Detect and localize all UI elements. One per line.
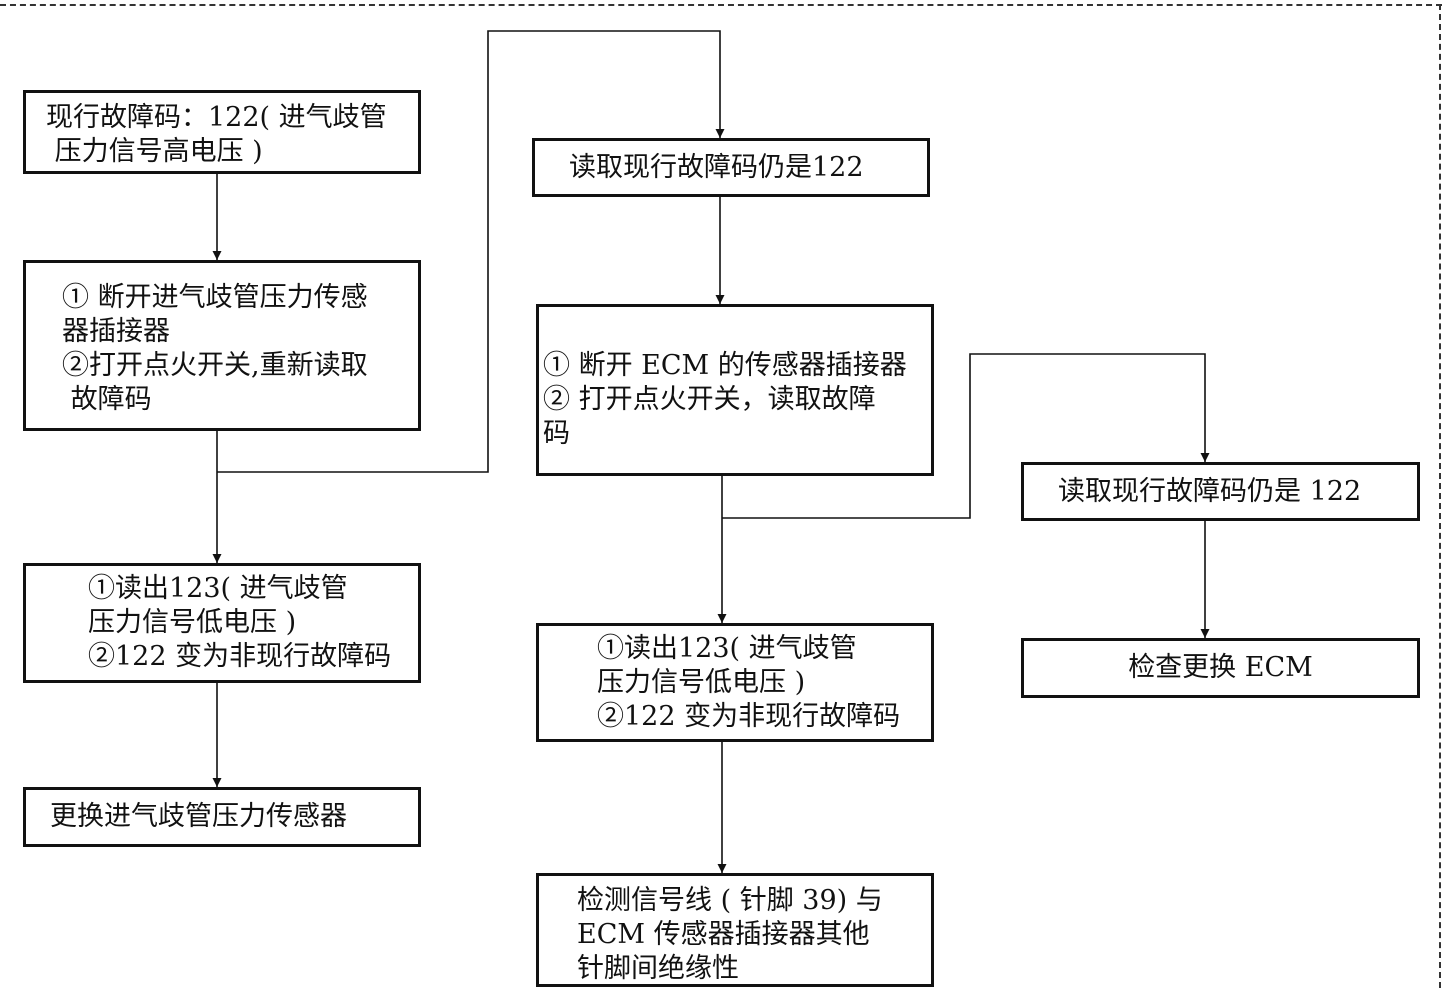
box-line: ②打开点火开关,重新读取 <box>62 350 368 381</box>
box-line: ECM 传感器插接器其他 <box>577 919 870 950</box>
box-replace-ecm: 检查更换 ECM <box>1021 638 1420 698</box>
box-replace-map-sensor: 更换进气歧管压力传感器 <box>23 787 421 847</box>
box-line: ②122 变为非现行故障码 <box>597 701 901 732</box>
box-line: 码 <box>543 418 570 449</box>
box-disconnect-sensor: ① 断开进气歧管压力传感 器插接器 ②打开点火开关,重新读取 故障码 <box>23 260 421 431</box>
right-dashed-border <box>1439 4 1441 988</box>
box-line: 压力信号高电压 ) <box>46 136 263 167</box>
top-dashed-border <box>0 4 1442 6</box>
box-line: 压力信号低电压 ) <box>597 667 806 698</box>
box-reads-123-left: ①读出123( 进气歧管 压力信号低电压 ) ②122 变为非现行故障码 <box>23 563 421 683</box>
box-current-code-122: 现行故障码：122( 进气歧管 压力信号高电压 ) <box>23 90 421 174</box>
box-code-still-122-right: 读取现行故障码仍是 122 <box>1021 462 1420 521</box>
box-line: 压力信号低电压 ) <box>88 607 297 638</box>
box-line: 针脚间绝缘性 <box>577 953 739 984</box>
box-line: ①读出123( 进气歧管 <box>88 573 348 604</box>
box-line: ① 断开 ECM 的传感器插接器 <box>543 350 907 381</box>
box-line: ② 打开点火开关，读取故障 <box>543 384 876 415</box>
box-line: 读取现行故障码仍是 122 <box>1058 476 1362 507</box>
box-check-signal-wire: 检测信号线 ( 针脚 39) 与 ECM 传感器插接器其他 针脚间绝缘性 <box>536 873 934 987</box>
box-reads-123-middle: ①读出123( 进气歧管 压力信号低电压 ) ②122 变为非现行故障码 <box>536 623 934 742</box>
box-line: 读取现行故障码仍是122 <box>569 152 864 183</box>
box-disconnect-ecm: ① 断开 ECM 的传感器插接器 ② 打开点火开关，读取故障 码 <box>536 304 934 476</box>
arrow-c2-to-d1 <box>722 353 1210 519</box>
box-line: ① 断开进气歧管压力传感 <box>62 282 368 313</box>
box-line: 更换进气歧管压力传感器 <box>50 801 347 832</box>
box-line: 故障码 <box>62 384 152 415</box>
box-line: 器插接器 <box>62 316 170 347</box>
box-line: ①读出123( 进气歧管 <box>597 633 857 664</box>
box-code-still-122-middle: 读取现行故障码仍是122 <box>532 138 930 197</box>
box-line: 检查更换 ECM <box>1128 652 1313 683</box>
box-line: 检测信号线 ( 针脚 39) 与 <box>577 885 883 916</box>
box-line: 现行故障码：122( 进气歧管 <box>46 102 387 133</box>
arrow-b2-to-c1 <box>217 30 725 473</box>
box-line: ②122 变为非现行故障码 <box>88 641 392 672</box>
